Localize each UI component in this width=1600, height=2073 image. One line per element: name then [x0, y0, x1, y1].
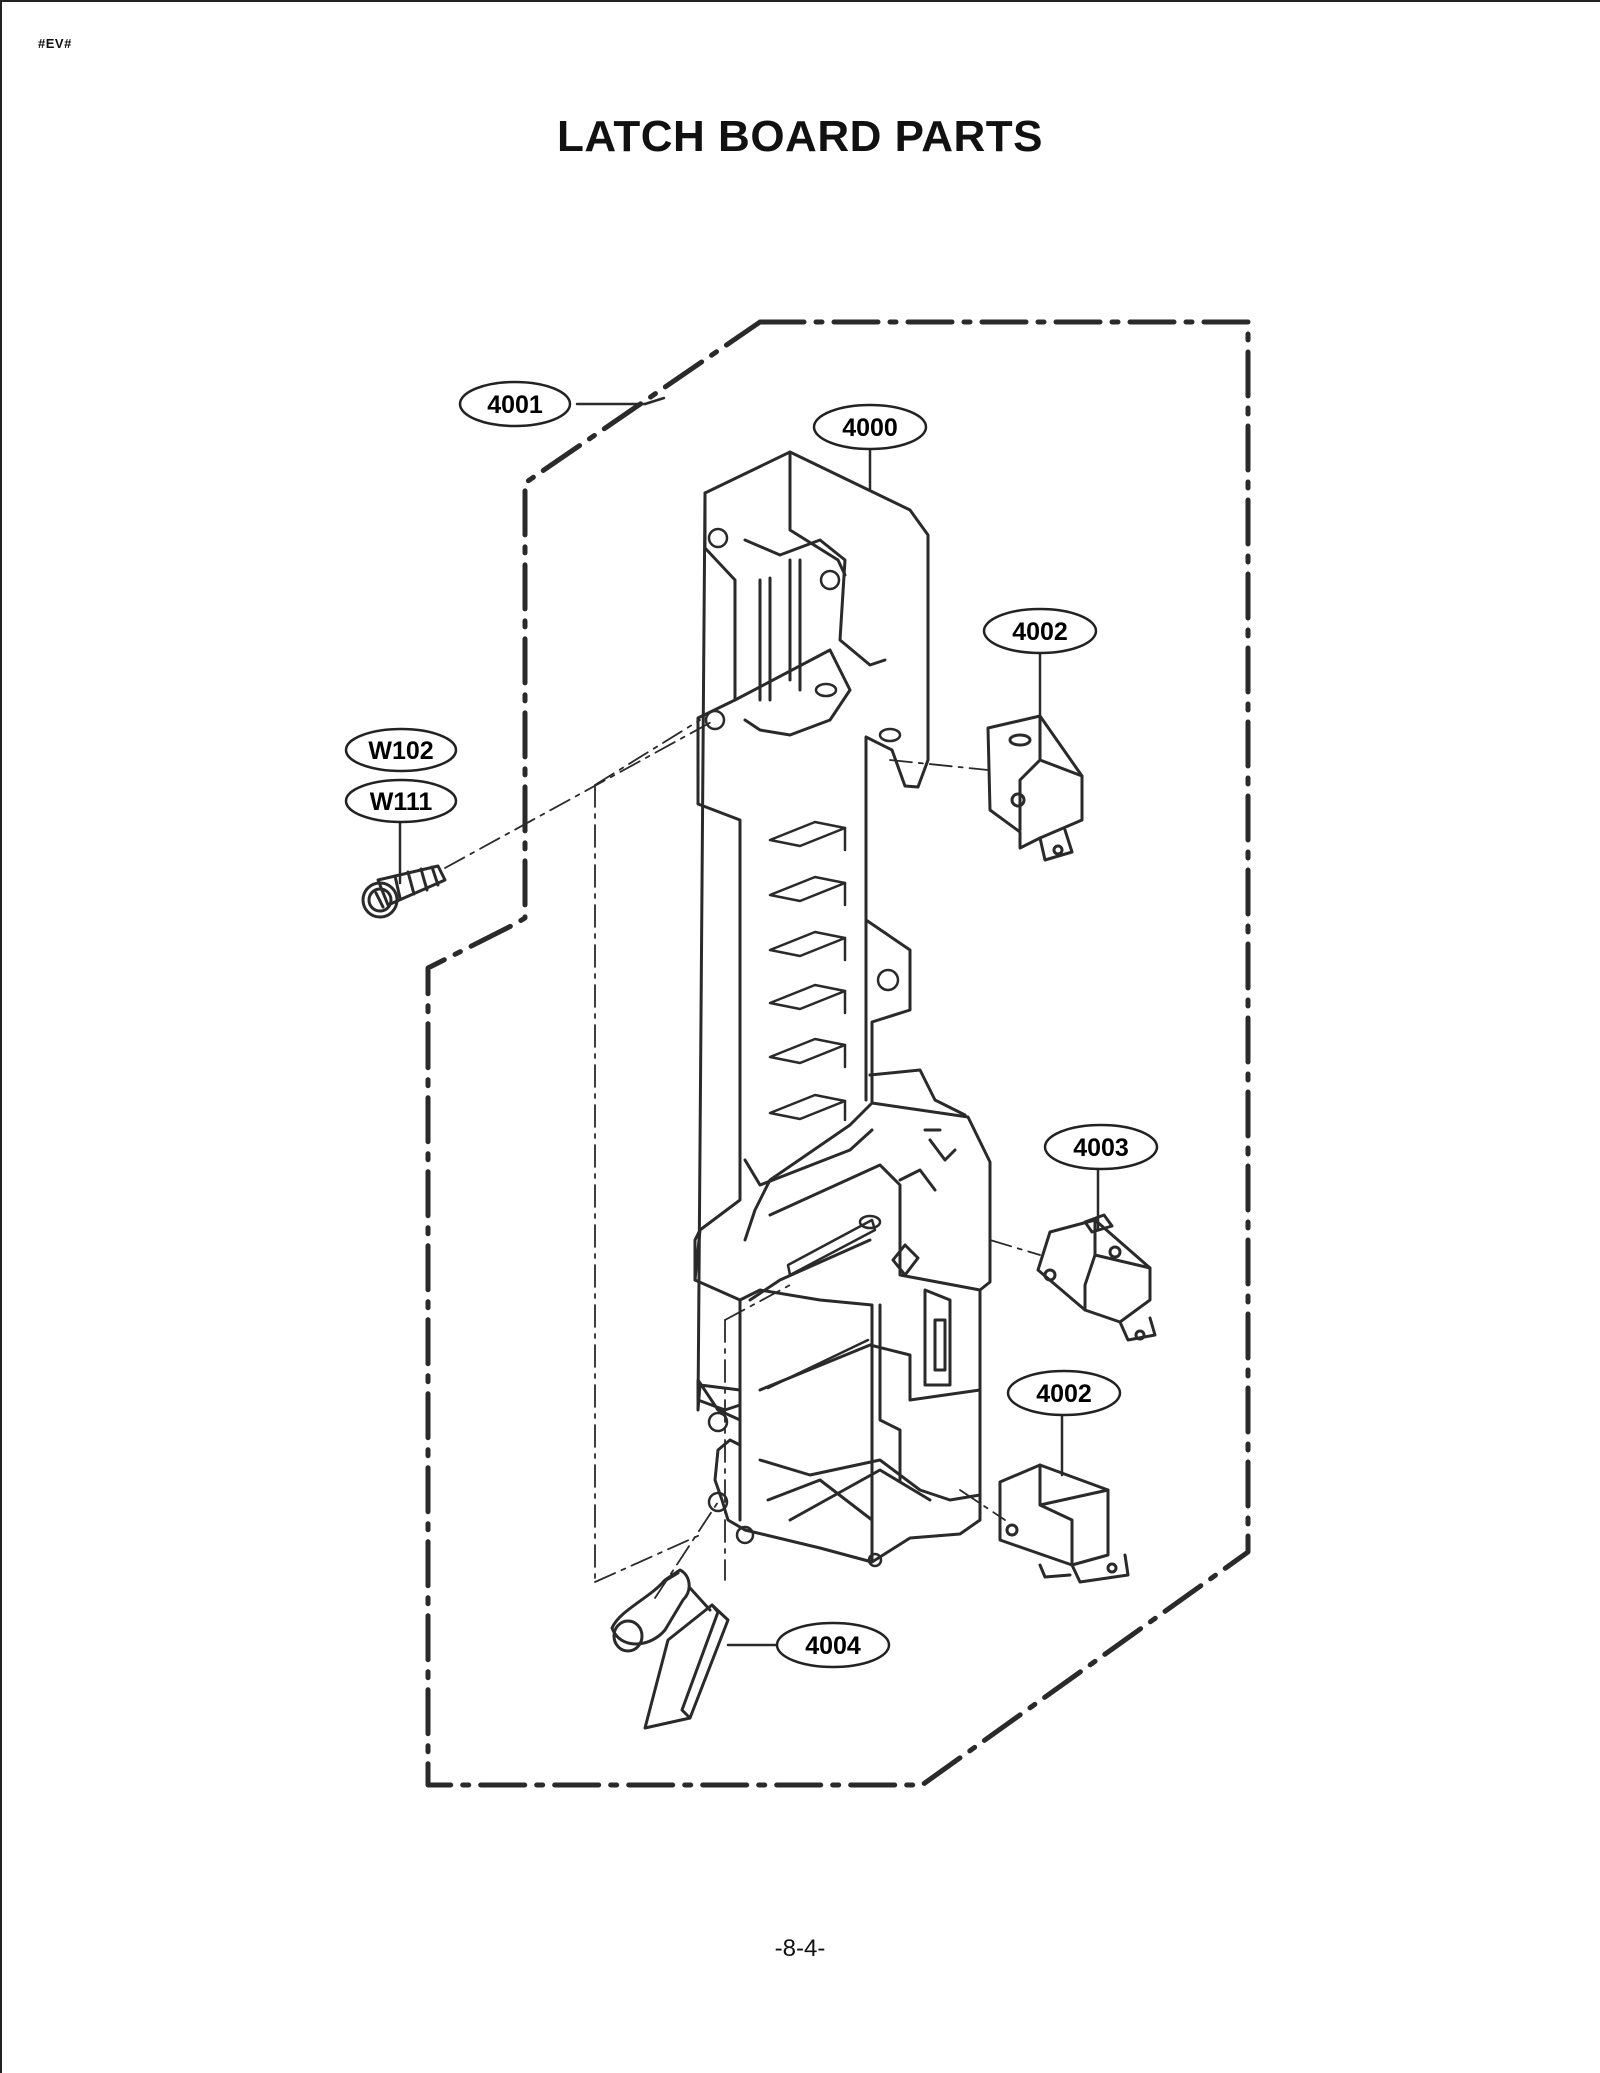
frame-mounting-holes — [704, 527, 902, 1568]
callout-4002-top: 4002 — [982, 607, 1098, 655]
callout-label: 4004 — [805, 1632, 861, 1660]
latch-board-slats — [768, 820, 847, 1122]
callout-4000: 4000 — [812, 403, 928, 451]
page-number: -8-4- — [774, 1935, 826, 1962]
latch-board-frame — [693, 450, 992, 1564]
interlock-switch-middle — [1036, 1213, 1157, 1342]
assembly-boundary — [425, 319, 1251, 1788]
document-tag: #EV# — [38, 36, 72, 51]
latch-lever — [610, 1568, 730, 1730]
callout-4001: 4001 — [458, 380, 572, 428]
callout-4002-bottom: 4002 — [1006, 1369, 1122, 1417]
callout-W111: W111 — [344, 778, 458, 824]
mounting-screw — [361, 864, 447, 919]
assembly-reference-lines — [444, 719, 1041, 1599]
interlock-switch-top — [986, 714, 1084, 862]
callout-4003: 4003 — [1043, 1123, 1159, 1171]
callout-label: 4002 — [1012, 618, 1068, 646]
callout-4004: 4004 — [775, 1621, 891, 1669]
page-title: LATCH BOARD PARTS — [557, 112, 1043, 161]
callout-label: 4000 — [842, 414, 898, 442]
interlock-switch-bottom — [998, 1463, 1130, 1584]
callout-label: 4003 — [1073, 1134, 1129, 1162]
callout-label: W111 — [370, 788, 433, 816]
callout-leaders — [398, 396, 1100, 1647]
callout-label: W102 — [368, 737, 433, 765]
callout-W102: W102 — [344, 727, 458, 773]
callout-label: 4001 — [487, 391, 543, 419]
callout-label: 4002 — [1036, 1380, 1092, 1408]
